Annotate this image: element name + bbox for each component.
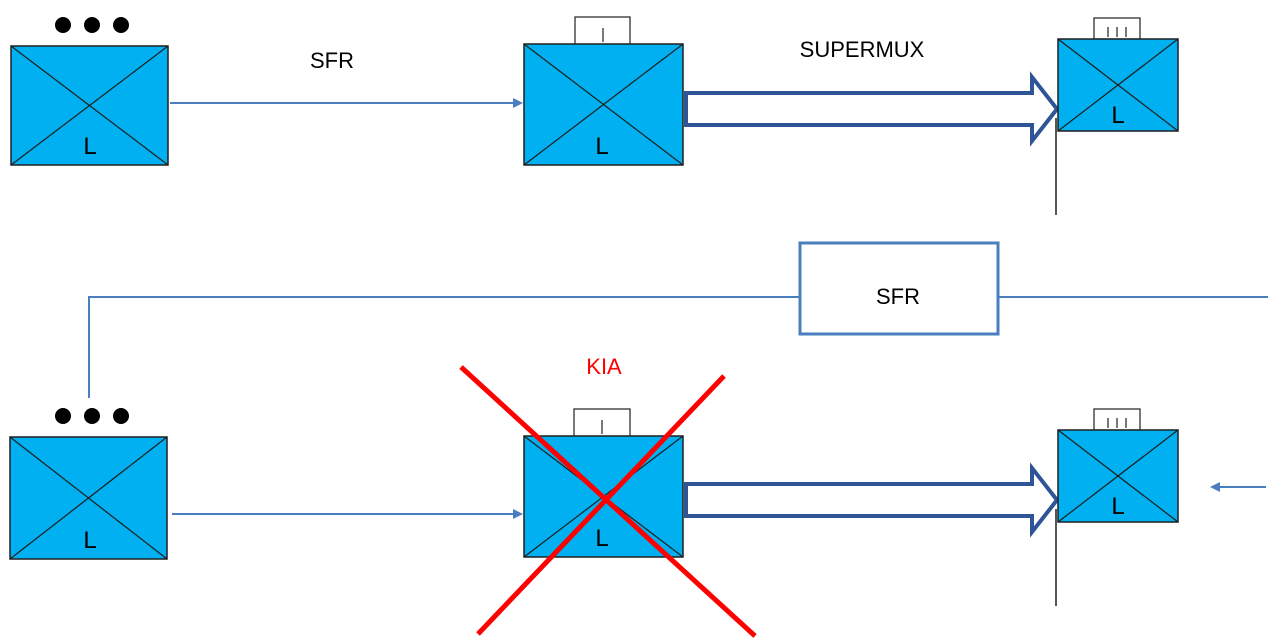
top-node-box-2: L (523, 16, 684, 166)
top-node-box-1: L (10, 45, 169, 166)
red-cross-mark (459, 365, 757, 638)
ellipsis-dots-bottom (55, 408, 129, 424)
bottom-fat-arrow (684, 462, 1060, 538)
top-box-2-letter: L (595, 133, 608, 160)
bottom-node-box-1: L (9, 436, 168, 560)
kia-label: KIA (586, 354, 622, 379)
bottom-box-2-letter: L (595, 525, 608, 552)
bottom-sfr-box-label: SFR (876, 284, 920, 309)
top-box-3-letter: L (1111, 102, 1124, 129)
bottom-node-box-2: L (523, 408, 684, 558)
bottom-box-1-letter: L (83, 527, 96, 554)
top-box-1-letter: L (83, 133, 96, 160)
top-supermux-fat-arrow (684, 71, 1060, 147)
top-node-box-3: L (1057, 17, 1179, 132)
bottom-sfr-connector (88, 296, 800, 398)
bottom-sfr-box: SFR (798, 241, 1000, 336)
supermux-label: SUPERMUX (800, 37, 925, 62)
top-sfr-label: SFR (310, 48, 354, 73)
ellipsis-dots-top (55, 17, 129, 33)
bottom-box-3-letter: L (1111, 493, 1124, 520)
bottom-node-box-3: L (1057, 408, 1179, 523)
